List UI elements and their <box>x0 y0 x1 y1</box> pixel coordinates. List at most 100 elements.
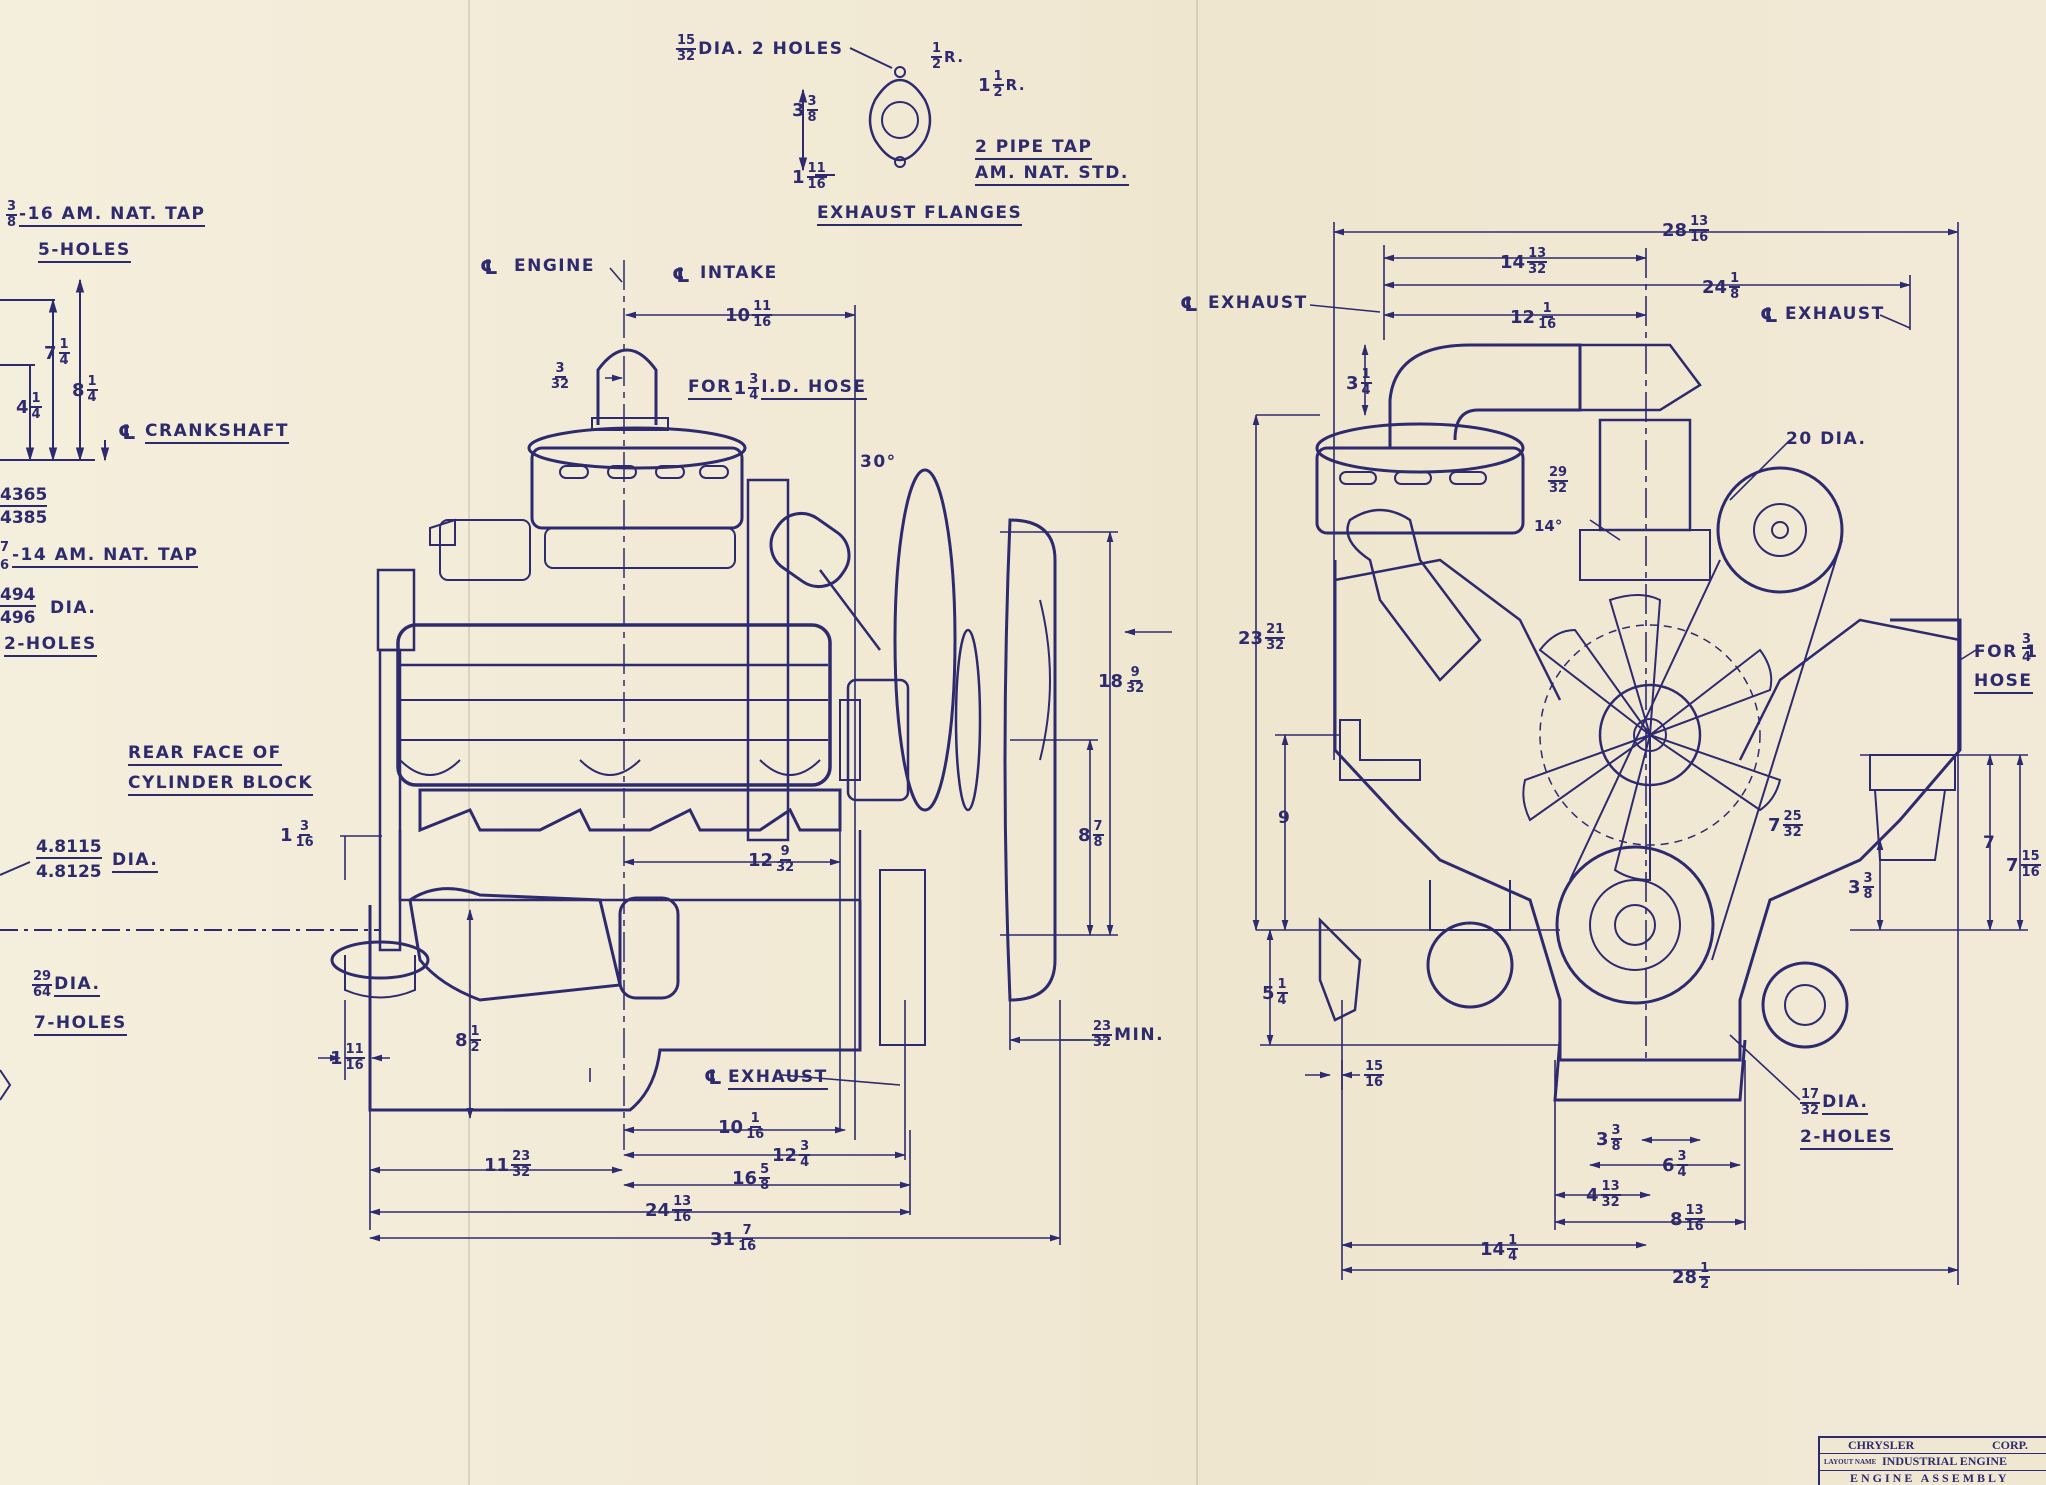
centerline-symbol: ℄ <box>704 1065 722 1089</box>
title-block: CHRYSLER CORP. LAYOUT NAME INDUSTRIAL EN… <box>1818 1436 2046 1485</box>
intake-centerline: INTAKE <box>700 263 778 283</box>
bore-upper: 4365 <box>0 485 48 507</box>
dia-upper: 494 <box>0 585 36 607</box>
centerline-symbol: ℄ <box>1180 292 1198 316</box>
front-view-engine-drawing <box>1315 343 1962 1102</box>
seven-holes: 7-HOLES <box>34 1013 127 1036</box>
centerline-symbol: ℄ <box>1760 303 1778 327</box>
layout-name-label: LAYOUT NAME <box>1824 1458 1877 1466</box>
dia-lower: 496 <box>0 608 36 628</box>
angle-30: 30° <box>860 452 897 472</box>
pilot-lower: 4.8125 <box>36 862 102 882</box>
exhaust-centerline-right: EXHAUST <box>1785 304 1885 324</box>
dia-20: 20 DIA. <box>1786 429 1867 449</box>
title-block-layout-row: LAYOUT NAME INDUSTRIAL ENGINE <box>1820 1454 2046 1471</box>
tap14-den: 6 <box>0 558 10 573</box>
hose-spec-front: FOR 1 <box>1974 642 2039 662</box>
paper-fold <box>468 0 470 1485</box>
assembly-name: ENGINE ASSEMBLY <box>1850 1471 2010 1485</box>
angle-14: 14° <box>1534 517 1563 535</box>
company-suffix: CORP. <box>1992 1438 2028 1452</box>
tap14-spec: -14 AM. NAT. TAP <box>12 545 199 568</box>
bore-lower: 4385 <box>0 508 48 528</box>
exhaust-centerline-side: EXHAUST <box>728 1067 828 1090</box>
title-block-company-row: CHRYSLER CORP. <box>1820 1438 2046 1454</box>
pilot-dia: DIA. <box>112 850 159 873</box>
title-block-assembly-row: ENGINE ASSEMBLY <box>1820 1471 2046 1485</box>
pilot-upper: 4.8115 <box>36 837 102 859</box>
rear-view-partial-drawing <box>0 278 380 1101</box>
centerline-symbol: ℄ <box>480 255 498 279</box>
rear-tap-holes: 5-HOLES <box>38 240 131 263</box>
flange-pipe-tap: 2 PIPE TAP <box>975 137 1093 160</box>
paper-fold <box>1196 0 1198 1485</box>
centerline-symbol: ℄ <box>118 420 136 444</box>
company-name: CHRYSLER <box>1848 1438 1915 1452</box>
two-holes-left: 2-HOLES <box>4 634 97 657</box>
exhaust-flanges-title: EXHAUST FLANGES <box>817 203 1023 226</box>
centerline-symbol: ℄ <box>672 263 690 287</box>
flange-pipe-tap-std: AM. NAT. STD. <box>975 163 1129 186</box>
cylinder-block-label: CYLINDER BLOCK <box>128 773 314 796</box>
rear-face-label: REAR FACE OF <box>128 743 282 766</box>
crankshaft-centerline: CRANKSHAFT <box>145 421 289 444</box>
hose-front-num: 3 <box>2022 632 2032 649</box>
tap14-num: 7 <box>0 540 10 555</box>
front-view-dimension-lines <box>1252 222 2028 1285</box>
hose-label-front: HOSE <box>1974 671 2033 694</box>
dia-label: DIA. <box>50 598 97 618</box>
exhaust-centerline-left: EXHAUST <box>1208 293 1308 313</box>
dim-7: 7 <box>1983 833 1995 853</box>
layout-name-value: INDUSTRIAL ENGINE <box>1882 1454 2008 1468</box>
side-view-engine-drawing <box>330 260 1057 1150</box>
hose-front-den: 4 <box>2022 650 2032 665</box>
side-view-dimension-lines <box>318 267 1172 1245</box>
